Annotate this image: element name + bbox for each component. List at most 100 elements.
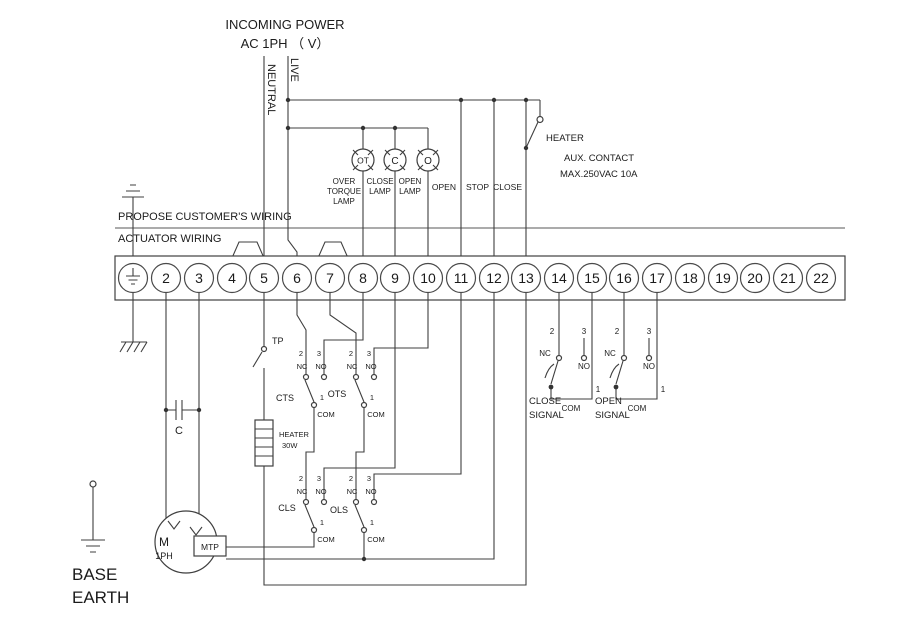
aux-contact-label: AUX. CONTACT <box>564 153 634 164</box>
junction-dots-top <box>285 97 529 151</box>
ots-com-contact <box>360 401 368 409</box>
terminal-4 <box>216 262 248 294</box>
open-lamp-caption: LAMP <box>399 187 421 196</box>
ols-1: 1 <box>370 518 374 527</box>
torque-limit-switches: CTS OTS CLS OLS 2 3 NC NO 1 COM 2 3 NC N… <box>276 349 385 544</box>
terminal-number: 10 <box>420 270 436 286</box>
ols-no-contact <box>370 498 378 506</box>
open-signal-switch: 2 3 NC NO 1 COM OPEN SIGNAL <box>595 327 666 421</box>
terminal-number: 5 <box>260 270 268 286</box>
open-signal-label: SIGNAL <box>595 410 630 421</box>
cls-label: CLS <box>278 503 296 513</box>
earth-terminal-icon <box>126 268 140 285</box>
terminal-number: 6 <box>293 270 301 286</box>
base-earth-stud <box>89 480 97 488</box>
open-wire-label: OPEN <box>432 182 456 192</box>
actuator-wiring-label: ACTUATOR WIRING <box>118 233 221 245</box>
terminal-10 <box>412 262 444 294</box>
close-signal-nc: NC <box>539 349 551 358</box>
terminal-number: 12 <box>486 270 502 286</box>
mtp-box <box>193 535 227 557</box>
base-earth-label: BASE <box>72 565 117 584</box>
open-lamp-caption: OPEN <box>399 177 422 186</box>
ots-nc: NC <box>347 362 358 371</box>
ot-lamp-caption: OVER <box>333 177 356 186</box>
lamp-open: O <box>416 148 440 172</box>
cts-1: 1 <box>320 393 324 402</box>
terminal-number: 7 <box>326 270 334 286</box>
terminal-number: 18 <box>682 270 698 286</box>
close-signal-switch: 2 3 NC NO 1 COM CLOSE SIGNAL <box>529 327 601 421</box>
heater-element-wattage: 30W <box>282 441 298 450</box>
terminal-number: 13 <box>518 270 534 286</box>
terminal-12 <box>478 262 510 294</box>
lamp-c-cross-icon <box>384 149 406 171</box>
ot-lamp-caption: LAMP <box>333 197 355 206</box>
mtp-label: MTP <box>201 542 219 552</box>
lamp-o-cross-icon <box>417 149 439 171</box>
cls-nc: NC <box>297 487 308 496</box>
terminal-11 <box>445 262 477 294</box>
cts-label: CTS <box>276 393 294 403</box>
terminal-earth <box>117 262 149 294</box>
ots-2: 2 <box>349 349 353 358</box>
ots-com: COM <box>367 410 385 419</box>
lamp-close: C <box>383 148 407 172</box>
motor-phase-label: 1PH <box>155 551 173 561</box>
ac-rating-label: AC 1PH （ V） <box>241 36 330 51</box>
close-lamp-caption: LAMP <box>369 187 391 196</box>
lamp-over-torque: OT <box>351 148 375 172</box>
cts-com-contact <box>310 401 318 409</box>
terminal-22 <box>805 262 837 294</box>
heater-element-body <box>254 419 274 467</box>
terminal-number: 15 <box>584 270 600 286</box>
terminal-5 <box>248 262 280 294</box>
tp-label: TP <box>272 336 284 346</box>
close-signal-no-contact <box>580 354 588 362</box>
terminal-19 <box>707 262 739 294</box>
open-signal-no-contact <box>645 354 653 362</box>
heater-element-fins <box>255 428 273 457</box>
cls-3: 3 <box>317 474 321 483</box>
terminal-number: 22 <box>813 270 829 286</box>
close-lamp-caption: CLOSE <box>366 177 393 186</box>
close-signal-3: 3 <box>582 327 587 336</box>
close-signal-2: 2 <box>550 327 555 336</box>
ots-label: OTS <box>328 389 347 399</box>
motor: M 1PH MTP <box>154 510 227 574</box>
top-wires <box>122 56 541 263</box>
neutral-label: NEUTRAL <box>265 64 277 115</box>
terminal-7 <box>314 262 346 294</box>
cts-no: NO <box>315 362 326 371</box>
terminal-number: 3 <box>195 270 203 286</box>
terminal-number: 8 <box>359 270 367 286</box>
open-signal-label: OPEN <box>595 396 622 407</box>
cts-3: 3 <box>317 349 321 358</box>
lamp-ot-letter: OT <box>357 156 369 166</box>
open-signal-nc-contact <box>620 354 628 362</box>
open-signal-2: 2 <box>615 327 620 336</box>
cts-nc-contact <box>302 373 310 381</box>
heater-element: HEATER 30W <box>254 419 309 467</box>
base-earth-label: EARTH <box>72 588 129 607</box>
ots-nc-contact <box>352 373 360 381</box>
lamp-ot-cross-icon <box>352 149 374 171</box>
terminal-8 <box>347 262 379 294</box>
heater-element-label: HEATER <box>279 430 309 439</box>
close-signal-nc-contact <box>555 354 563 362</box>
cts-2: 2 <box>299 349 303 358</box>
terminal-number: 9 <box>391 270 399 286</box>
ols-com: COM <box>367 535 385 544</box>
terminal-17 <box>641 262 673 294</box>
tp-contact <box>260 345 268 353</box>
close-signal-label: CLOSE <box>529 396 561 407</box>
capacitor-label: C <box>175 425 183 437</box>
terminal-number: 21 <box>780 270 796 286</box>
terminal-9 <box>379 262 411 294</box>
close-signal-1: 1 <box>596 385 601 394</box>
terminal-number: 17 <box>649 270 665 286</box>
terminal-number: 20 <box>747 270 763 286</box>
terminal-14 <box>543 262 575 294</box>
ots-no: NO <box>365 362 376 371</box>
